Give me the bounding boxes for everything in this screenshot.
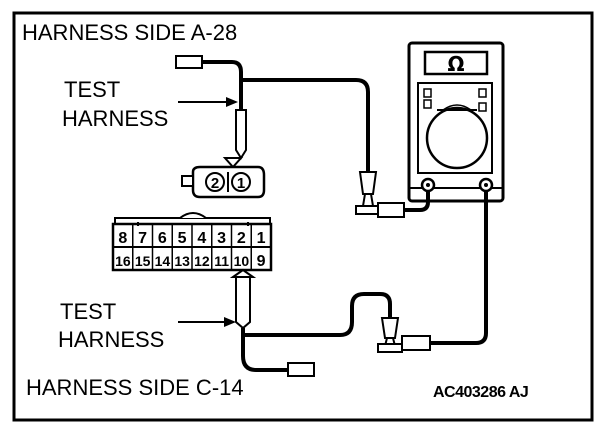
c14-pin-label: 12 [194, 253, 210, 269]
test-harness-upper [175, 55, 370, 172]
connector-a28: 2 1 [181, 157, 266, 199]
a28-pin-label: 2 [211, 175, 219, 192]
ohm-symbol-icon: Ω [447, 52, 464, 76]
leader-arrow-lower [178, 317, 236, 327]
harness-side-a28-label: HARNESS SIDE A-28 [22, 20, 238, 45]
c14-pin-label: 8 [118, 230, 127, 247]
c14-pin-label: 10 [234, 253, 250, 269]
c14-pin-label: 14 [155, 253, 171, 269]
range-selector-dial [425, 106, 489, 170]
lower-alligator-clip [377, 191, 488, 353]
c14-pin-label: 6 [158, 230, 167, 247]
c14-pin-label: 11 [214, 253, 229, 269]
c14-pin-label: 2 [237, 230, 246, 247]
c14-pin-label: 1 [257, 230, 266, 247]
c14-pin-label: 9 [257, 253, 266, 270]
c14-pin-label: 4 [197, 230, 206, 247]
c14-pin-label: 15 [135, 253, 151, 269]
harness-side-c14-label: HARNESS SIDE C-14 [26, 375, 244, 400]
test-harness-label-lower-line2: HARNESS [58, 327, 165, 352]
test-harness-lower [229, 268, 392, 377]
test-harness-label-upper-line1: TEST [64, 77, 121, 102]
ohmmeter: Ω [407, 41, 505, 203]
c14-pin-label: 7 [138, 230, 147, 247]
c14-pin-label: 16 [115, 253, 131, 269]
figure-frame [12, 11, 594, 422]
figure-code: AC403286 AJ [433, 384, 529, 401]
test-harness-label-lower-line1: TEST [60, 299, 117, 324]
upper-alligator-clip [355, 171, 430, 218]
c14-pin-label: 5 [178, 230, 187, 247]
ohmmeter-display [423, 50, 489, 76]
a28-pin-label: 1 [237, 175, 245, 192]
test-harness-label-upper-line2: HARNESS [62, 106, 169, 131]
leader-arrow-upper [178, 97, 238, 107]
c14-pin-label: 13 [174, 253, 190, 269]
c14-pin-label: 3 [217, 230, 226, 247]
